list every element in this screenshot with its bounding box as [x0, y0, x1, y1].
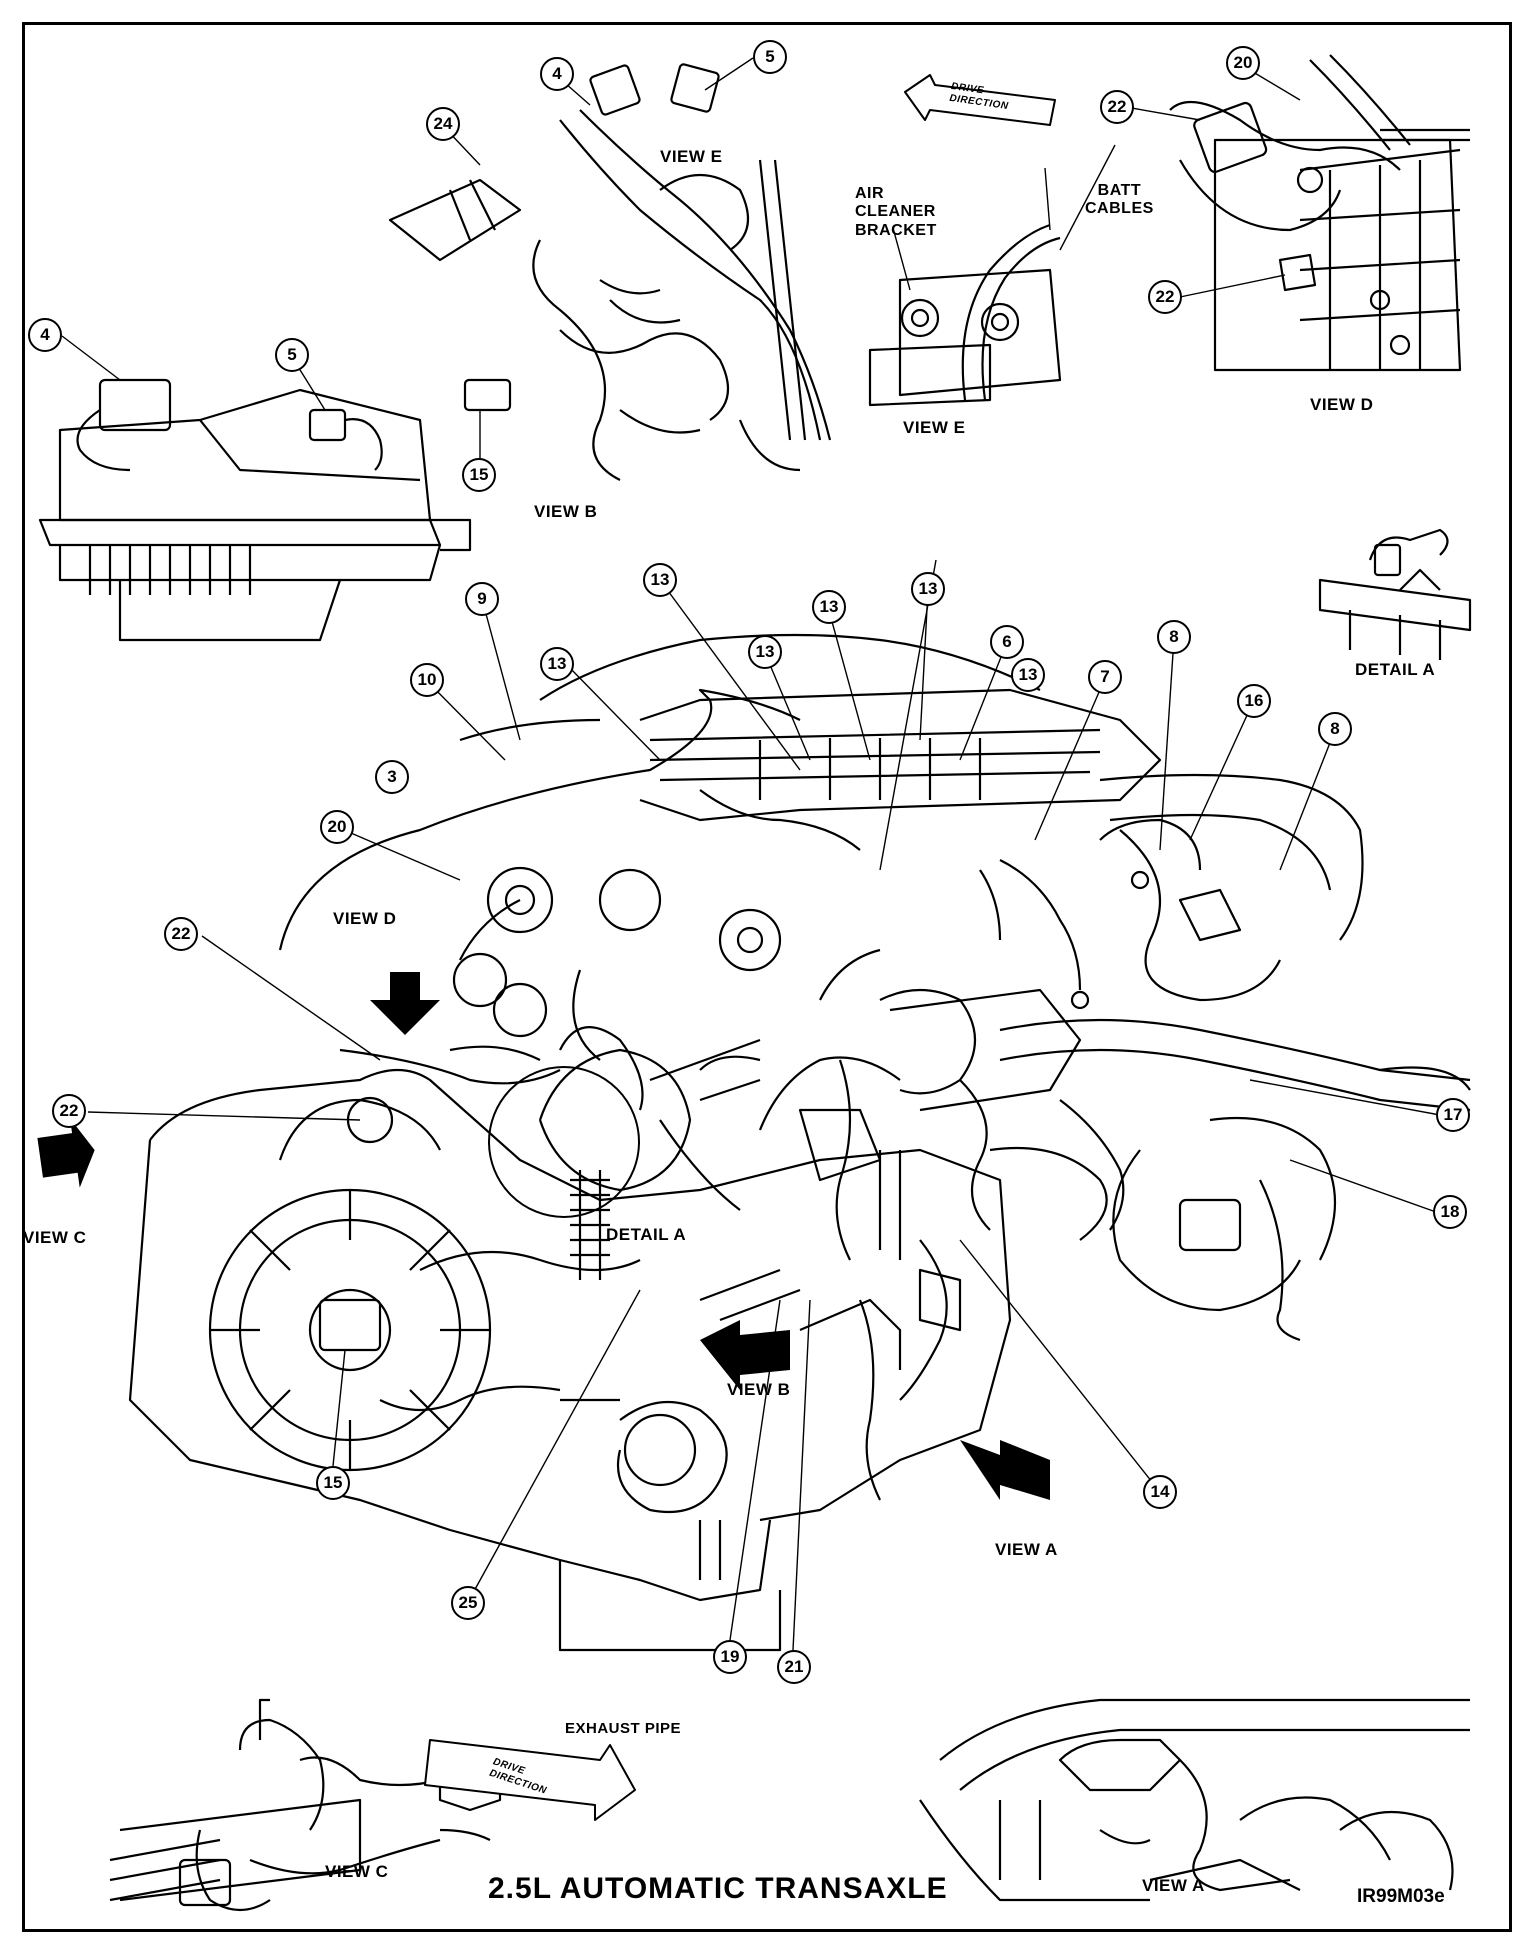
callout-14: 14 — [1143, 1475, 1177, 1509]
callout-22-left-2: 22 — [52, 1094, 86, 1128]
callout-7: 7 — [1088, 660, 1122, 694]
batt-cables-label: BATT CABLES — [1085, 182, 1154, 218]
view-c-arrow-label: VIEW C — [23, 1228, 87, 1247]
callout-10: 10 — [410, 663, 444, 697]
callout-22-left: 22 — [164, 917, 198, 951]
callout-8-a: 8 — [1157, 620, 1191, 654]
view-c-bottom-illustration — [109, 1698, 502, 1911]
view-b-top-label: VIEW B — [534, 502, 598, 521]
callout-6: 6 — [990, 625, 1024, 659]
view-arrows — [37, 972, 1050, 1500]
callout-25: 25 — [451, 1586, 485, 1620]
drive-direction-top-arrow — [904, 74, 1056, 126]
callout-20-top: 20 — [1226, 46, 1260, 80]
detail-a-right-label: DETAIL A — [1355, 660, 1436, 679]
view-a-bottom-label: VIEW A — [1142, 1876, 1205, 1895]
figure-border — [22, 22, 1512, 1932]
callout-19: 19 — [713, 1640, 747, 1674]
callout-22-mid: 22 — [1148, 280, 1182, 314]
callout-17: 17 — [1436, 1098, 1470, 1132]
drive-direction-bottom-arrow — [424, 1739, 636, 1821]
air-cleaner-illustration — [38, 378, 472, 642]
callout-3: 3 — [375, 760, 409, 794]
callout-5-top: 5 — [753, 40, 787, 74]
view-b-arrow-label: VIEW B — [727, 1380, 791, 1399]
callout-13-a: 13 — [643, 563, 677, 597]
callout-4-left: 4 — [28, 318, 62, 352]
view-a-arrow-label: VIEW A — [995, 1540, 1058, 1559]
engine-assembly-illustration — [128, 633, 1471, 1652]
callout-13-c: 13 — [812, 590, 846, 624]
detail-a-right-illustration — [1318, 528, 1472, 660]
callout-18: 18 — [1433, 1195, 1467, 1229]
callout-15-top: 15 — [462, 458, 496, 492]
figure-title: 2.5L AUTOMATIC TRANSAXLE — [488, 1872, 948, 1905]
callout-21: 21 — [777, 1650, 811, 1684]
callout-9: 9 — [465, 582, 499, 616]
figure-code: IR99M03e — [1357, 1886, 1445, 1907]
callout-13-d: 13 — [911, 572, 945, 606]
view-e-right-label: VIEW E — [903, 418, 966, 437]
view-e-top-label: VIEW E — [660, 147, 723, 166]
callout-16: 16 — [1237, 684, 1271, 718]
callout-24: 24 — [426, 107, 460, 141]
air-cleaner-bracket-label: AIR CLEANER BRACKET — [855, 185, 937, 239]
callout-22-top: 22 — [1100, 90, 1134, 124]
callout-4-top: 4 — [540, 57, 574, 91]
view-d-arrow-label: VIEW D — [333, 909, 397, 928]
view-c-bottom-label: VIEW C — [325, 1862, 389, 1881]
callout-13-b: 13 — [540, 647, 574, 681]
callout-13-e: 13 — [748, 635, 782, 669]
view-e-top-illustration — [388, 63, 832, 481]
callout-15-bottom: 15 — [316, 1466, 350, 1500]
view-d-top-illustration — [1169, 54, 1470, 372]
view-d-top-label: VIEW D — [1310, 395, 1374, 414]
callout-20-left: 20 — [320, 810, 354, 844]
view-e-right-illustration — [868, 223, 1062, 407]
view-a-bottom-illustration — [919, 1698, 1470, 1902]
callout-5-left: 5 — [275, 338, 309, 372]
callout-13-f: 13 — [1011, 658, 1045, 692]
callout-8-b: 8 — [1318, 712, 1352, 746]
detail-a-center-label: DETAIL A — [606, 1225, 687, 1244]
exhaust-pipe-label: EXHAUST PIPE — [565, 1720, 682, 1737]
